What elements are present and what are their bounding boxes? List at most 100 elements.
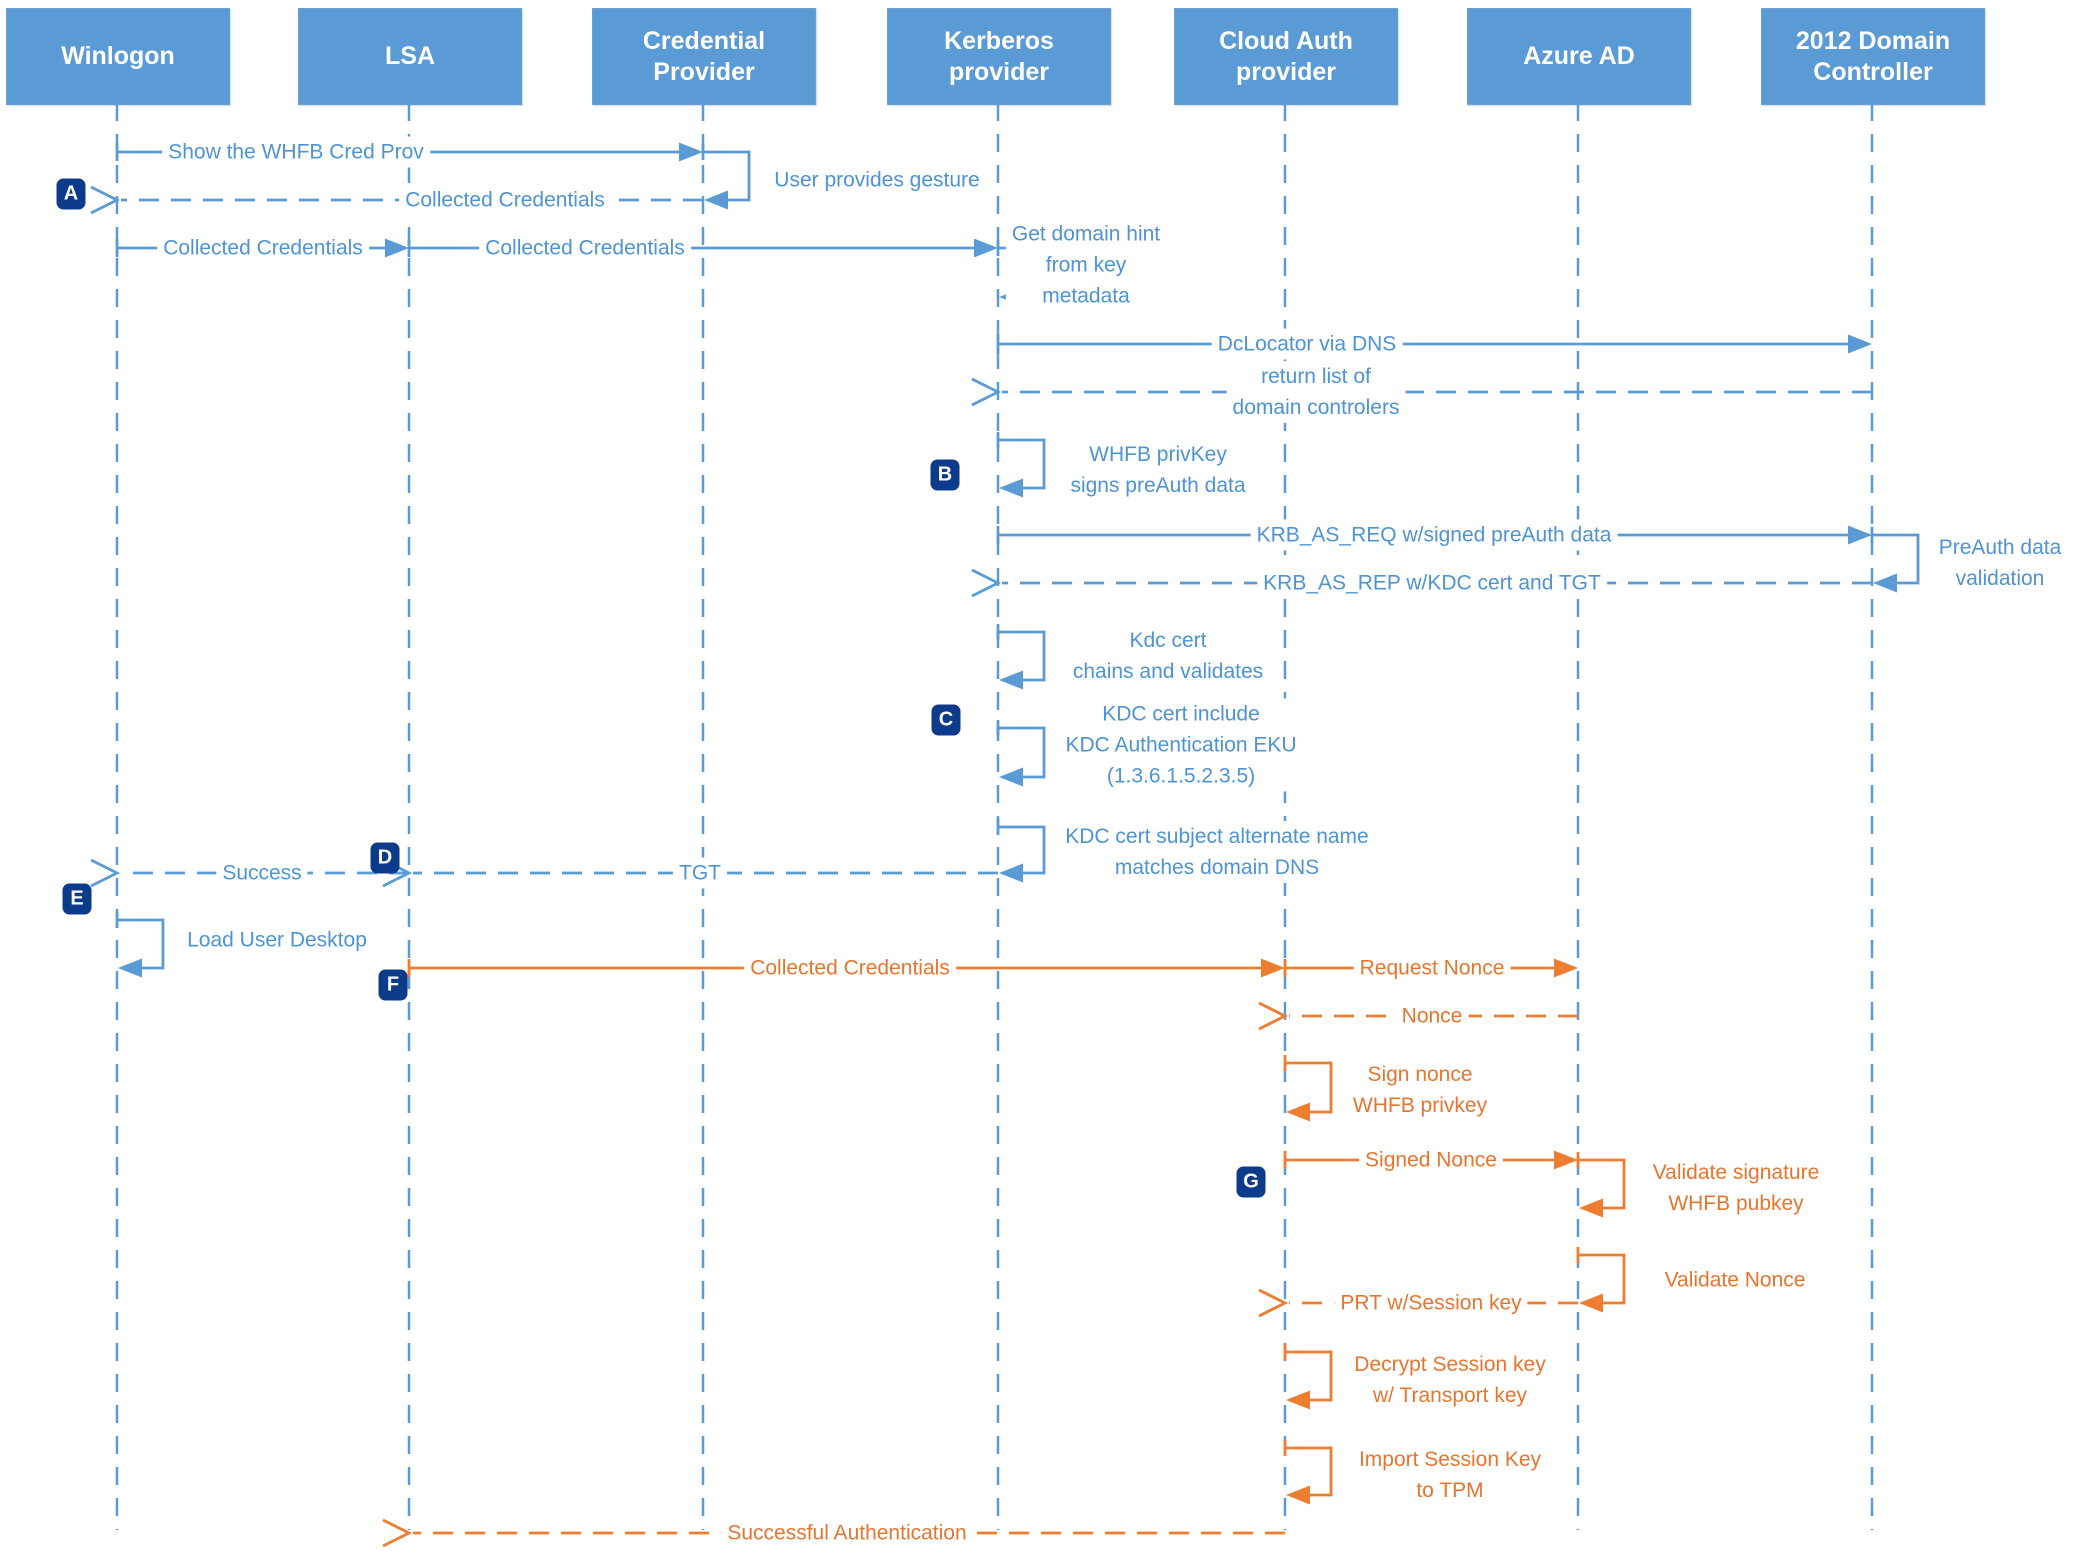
filled-arrowhead-icon: [1261, 958, 1285, 978]
self-message-bracket: [1285, 1061, 1333, 1114]
filled-arrowhead-icon: [1579, 1293, 1603, 1313]
message-label-line: metadata: [1042, 284, 1130, 308]
actor-label-line: Winlogon: [61, 42, 175, 70]
filled-arrowhead-icon: [679, 142, 703, 162]
filled-arrowhead-icon: [1848, 334, 1872, 354]
actor-box-winlogon: Winlogon: [6, 8, 230, 105]
message-label: DcLocator via DNS: [1211, 328, 1403, 360]
message-label-line: Sign nonce: [1367, 1063, 1473, 1086]
self-message-bracket: [1578, 1158, 1626, 1210]
message-label-line: to TPM: [1416, 1479, 1484, 1502]
message-label-line: Get domain hint: [1011, 222, 1161, 246]
filled-arrowhead-icon: [999, 767, 1023, 787]
self-message-bracket: [998, 726, 1046, 779]
actor-label-line: LSA: [385, 42, 435, 70]
message-label: Collected Credentials: [399, 184, 611, 216]
message-label: Decrypt Session key w/ Transport key: [1348, 1349, 1552, 1411]
message-label-line: Load User Desktop: [187, 928, 367, 952]
message-label-line: Signed Nonce: [1365, 1148, 1497, 1172]
message-label-line: from key: [1045, 253, 1127, 277]
message-label-line: Decrypt Session key: [1354, 1353, 1546, 1376]
filled-arrowhead-icon: [385, 238, 409, 258]
open-arrowhead-icon: [1258, 1001, 1289, 1031]
message-label-line: Validate Nonce: [1664, 1268, 1806, 1292]
message-label-line: WHFB privKey: [1089, 443, 1227, 466]
message-label-line: Collected Credentials: [163, 236, 363, 260]
message-label-line: KDC cert subject alternate name: [1065, 825, 1369, 848]
filled-arrowhead-icon: [999, 478, 1023, 498]
filled-arrowhead-icon: [1554, 958, 1578, 978]
step-badge-c: C: [931, 704, 961, 736]
message-label-line: KDC Authentication EKU: [1065, 733, 1297, 757]
actor-label-line: Azure AD: [1523, 42, 1635, 70]
open-arrowhead-icon: [382, 1518, 413, 1548]
step-badge-f: F: [378, 969, 408, 1001]
message-label: Request Nonce: [1353, 952, 1511, 984]
step-badge-a: A: [56, 178, 86, 210]
message-label-line: KDC cert include: [1102, 702, 1260, 726]
message-label-line: Collected Credentials: [405, 188, 605, 212]
filled-arrowhead-icon: [1286, 1390, 1310, 1410]
message-label: Get domain hint from key metadata: [1005, 218, 1167, 312]
message-label: Show the WHFB Cred Prov: [162, 136, 430, 168]
message-label-line: Success: [222, 861, 302, 885]
message-label: Collected Credentials: [479, 232, 691, 264]
message-label: Successful Authentication: [721, 1517, 973, 1549]
message-label: Import Session Key to TPM: [1352, 1444, 1548, 1506]
message-label: Load User Desktop: [181, 924, 373, 956]
message-label: User provides gesture: [768, 164, 986, 196]
message-label-line: WHFB privkey: [1352, 1094, 1488, 1117]
message-label: Success: [216, 857, 308, 889]
step-badge-letter: A: [63, 182, 79, 205]
message-label: TGT: [673, 857, 727, 889]
message-label-line: Nonce: [1401, 1004, 1463, 1028]
message-label-line: KRB_AS_REQ w/signed preAuth data: [1256, 523, 1612, 547]
message-label: KRB_AS_REQ w/signed preAuth data: [1250, 519, 1618, 551]
message-label: Validate Nonce: [1658, 1264, 1812, 1296]
message-label-line: Successful Authentication: [727, 1521, 967, 1545]
message-label: KRB_AS_REP w/KDC cert and TGT: [1257, 567, 1607, 599]
step-badge-letter: C: [938, 708, 954, 731]
self-message-bracket: [117, 918, 165, 970]
message-label-line: return list of: [1261, 365, 1371, 388]
message-label-line: Import Session Key: [1358, 1448, 1542, 1471]
message-label: Nonce: [1395, 1000, 1469, 1032]
message-label: Collected Credentials: [157, 232, 369, 264]
message-label: PRT w/Session key: [1334, 1287, 1528, 1319]
self-message-bracket: [1872, 533, 1920, 585]
filled-arrowhead-icon: [974, 238, 998, 258]
message-label-line: User provides gesture: [774, 168, 980, 192]
message-label-line: KRB_AS_REP w/KDC cert and TGT: [1263, 571, 1601, 595]
message-label-line: WHFB pubkey: [1668, 1192, 1804, 1215]
filled-arrowhead-icon: [1873, 573, 1897, 593]
open-arrowhead-icon: [90, 858, 121, 888]
message-label-line: w/ Transport key: [1372, 1384, 1528, 1407]
step-badge-letter: G: [1243, 1170, 1259, 1193]
filled-arrowhead-icon: [1579, 1198, 1603, 1218]
self-message-bracket: [998, 438, 1046, 490]
message-label-line: matches domain DNS: [1114, 856, 1320, 879]
step-badge-e: E: [62, 883, 92, 915]
message-label: KDC cert subject alternate name matches d…: [1059, 821, 1375, 883]
filled-arrowhead-icon: [1554, 1150, 1578, 1170]
filled-arrowhead-icon: [1848, 525, 1872, 545]
actor-label-line: Kerberos: [944, 26, 1054, 55]
message-label-line: signs preAuth data: [1070, 474, 1246, 497]
self-message-bracket: [998, 630, 1046, 682]
message-label: Signed Nonce: [1359, 1144, 1503, 1176]
actor-box-lsa: LSA: [298, 8, 522, 105]
step-badge-letter: D: [377, 846, 393, 869]
actor-label-line: Provider: [653, 57, 755, 86]
open-arrowhead-icon: [1258, 1288, 1289, 1318]
message-label-line: validation: [1955, 567, 2045, 590]
actor-label-line: Credential: [642, 26, 766, 55]
step-badge-b: B: [930, 459, 960, 491]
message-label-line: PreAuth data: [1938, 536, 2062, 559]
open-arrowhead-icon: [971, 568, 1002, 598]
